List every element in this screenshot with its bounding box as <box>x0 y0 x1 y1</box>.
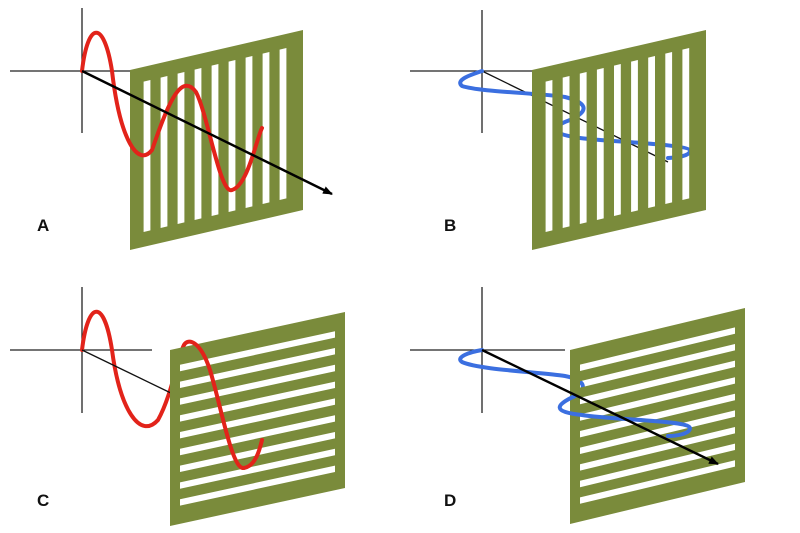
panel-b-grating <box>532 30 706 250</box>
panel-a: A <box>10 8 333 250</box>
panel-d-beam-arrow <box>481 348 719 466</box>
panel-a-label: A <box>37 216 49 235</box>
panel-b-label: B <box>444 216 456 235</box>
panel-d-wave-behind <box>557 394 692 438</box>
panel-c-beam-line <box>81 349 176 396</box>
panel-c: C <box>10 287 345 526</box>
panel-a-grating <box>130 30 303 250</box>
panel-d-wave <box>458 348 585 398</box>
panel-d-label: D <box>444 491 456 510</box>
panel-a-wave <box>80 31 264 192</box>
panel-c-wave <box>80 309 186 428</box>
panel-a-beam-arrow <box>81 69 333 196</box>
panel-b: B <box>410 10 706 250</box>
panel-c-grating <box>170 312 345 526</box>
panel-d: D <box>410 287 745 524</box>
panel-c-label: C <box>37 491 49 510</box>
panel-d-grating <box>570 308 745 524</box>
panel-c-wave-behind <box>182 339 264 470</box>
